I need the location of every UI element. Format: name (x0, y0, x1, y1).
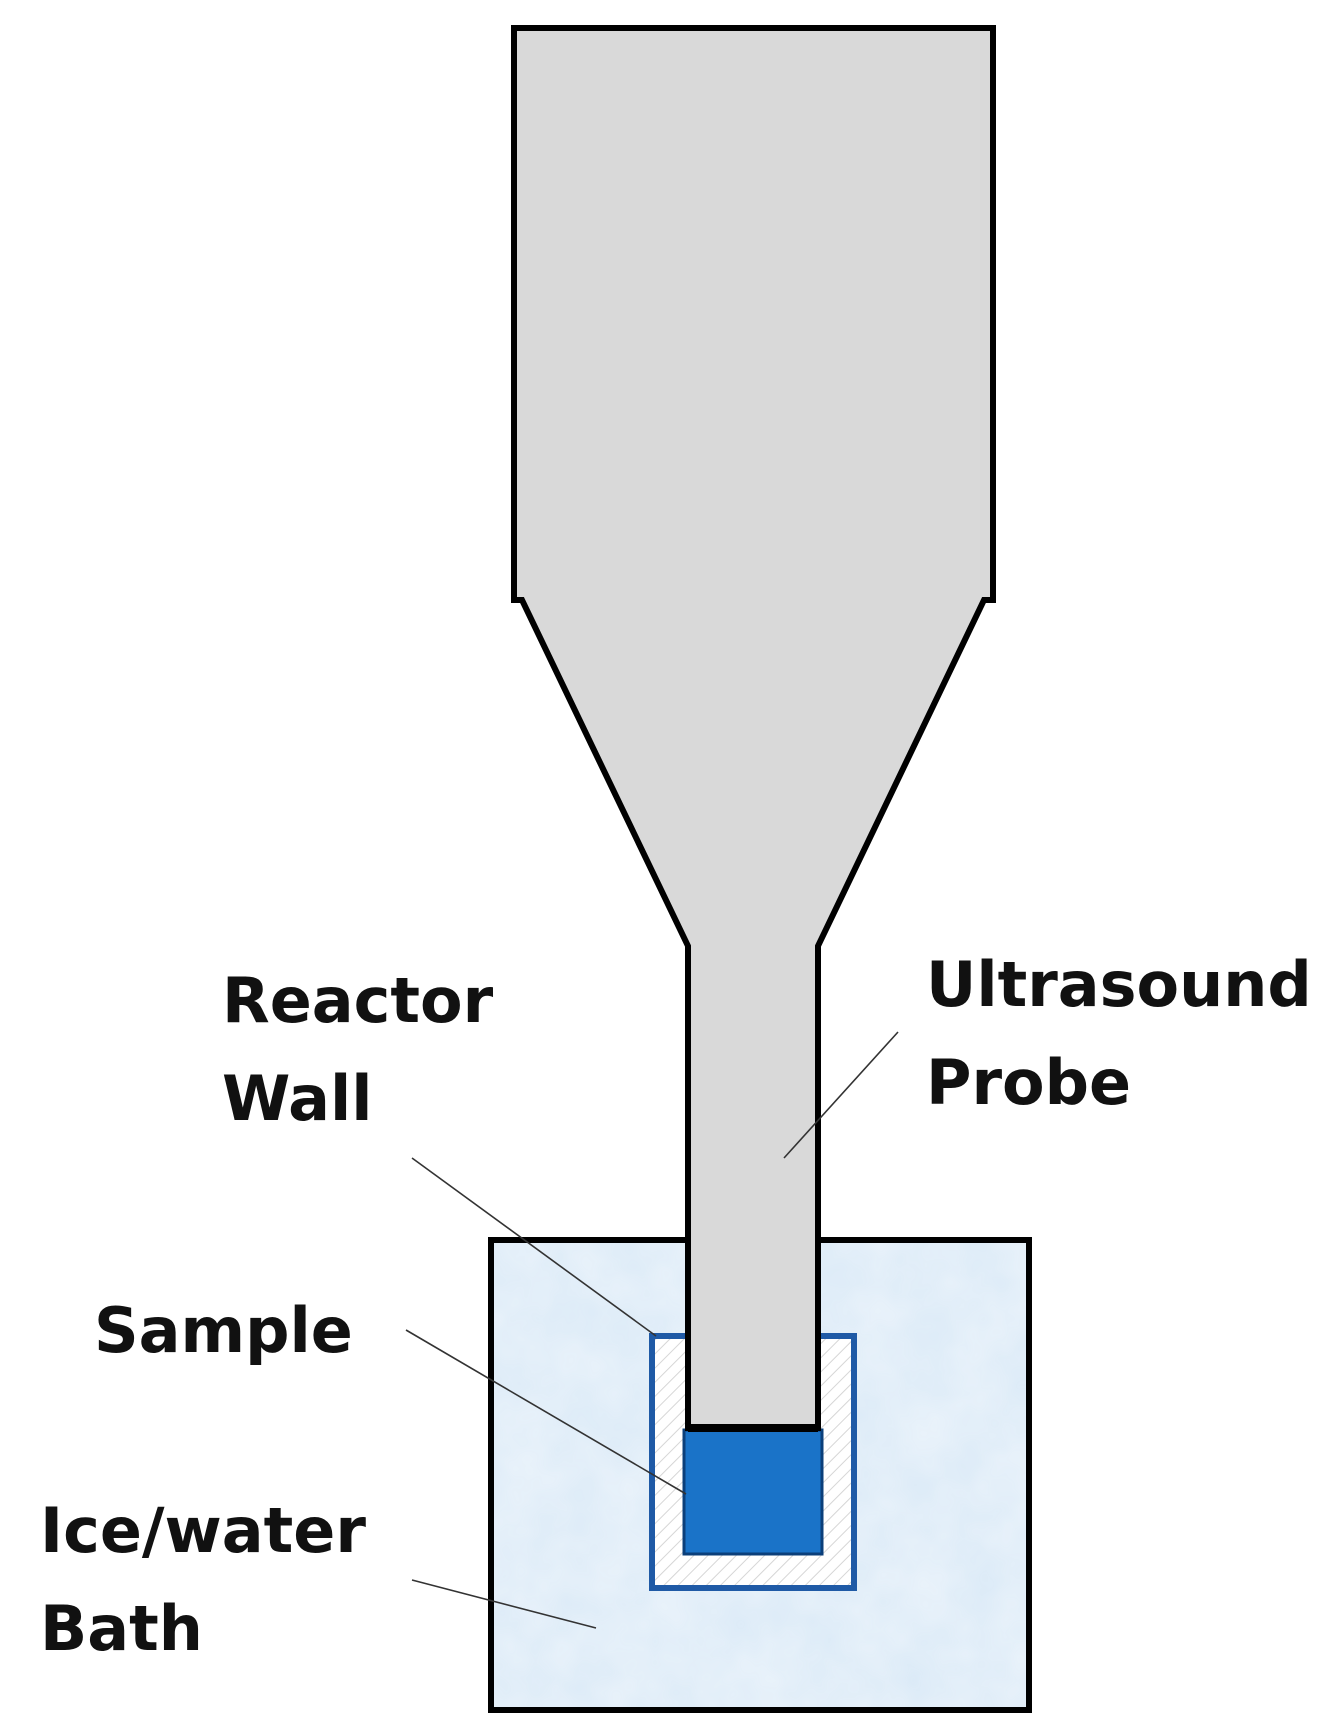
sample-label: Sample (94, 1294, 353, 1367)
reactor-wall-label: Reactor Wall (222, 964, 515, 1135)
reactor-wall-leader (411, 1157, 657, 1337)
sample-liquid (682, 1428, 824, 1556)
ultrasound-probe-label: Ultrasound Probe (926, 948, 1322, 1119)
ice-water-bath-label: Ice/water Bath (40, 1494, 388, 1665)
sample-leader (405, 1329, 687, 1495)
ice-water-bath-leader (411, 1579, 597, 1629)
ultrasound-probe (511, 25, 996, 1431)
ultrasound-probe-leader (783, 1031, 899, 1159)
